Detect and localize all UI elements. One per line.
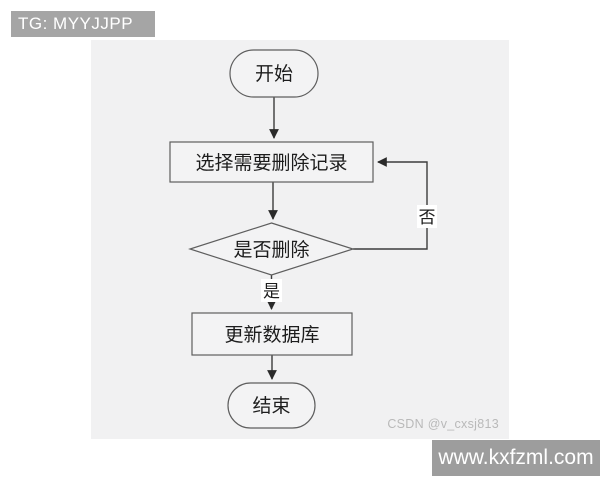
select-record-node <box>169 141 374 183</box>
update-db-label: 更新数据库 <box>224 324 319 346</box>
decision-label: 是否删除 <box>233 239 309 261</box>
flowchart-diagram: 开始 选择需要删除记录 是否删除 否 是 更新数据库 结束 <box>169 49 437 429</box>
flowchart-canvas: 开始 选择需要删除记录 是否删除 否 是 更新数据库 结束 CSDN @v_cx… <box>91 40 509 439</box>
yes-edge-label: 是 <box>263 282 280 302</box>
start-node <box>229 49 319 98</box>
select-record-label: 选择需要删除记录 <box>195 152 347 174</box>
csdn-watermark: CSDN @v_cxsj813 <box>387 417 499 431</box>
site-url-bar: www.kxfzml.com <box>432 440 600 476</box>
no-label-halo <box>417 205 437 228</box>
update-db-node <box>191 312 353 356</box>
decision-node <box>188 222 355 276</box>
end-node <box>227 382 316 429</box>
yes-label-halo <box>261 279 282 302</box>
end-node-label: 结束 <box>252 395 290 417</box>
tg-badge: TG: MYYJJPP <box>11 11 155 37</box>
start-node-label: 开始 <box>255 63 293 85</box>
no-edge-label: 否 <box>419 208 436 228</box>
